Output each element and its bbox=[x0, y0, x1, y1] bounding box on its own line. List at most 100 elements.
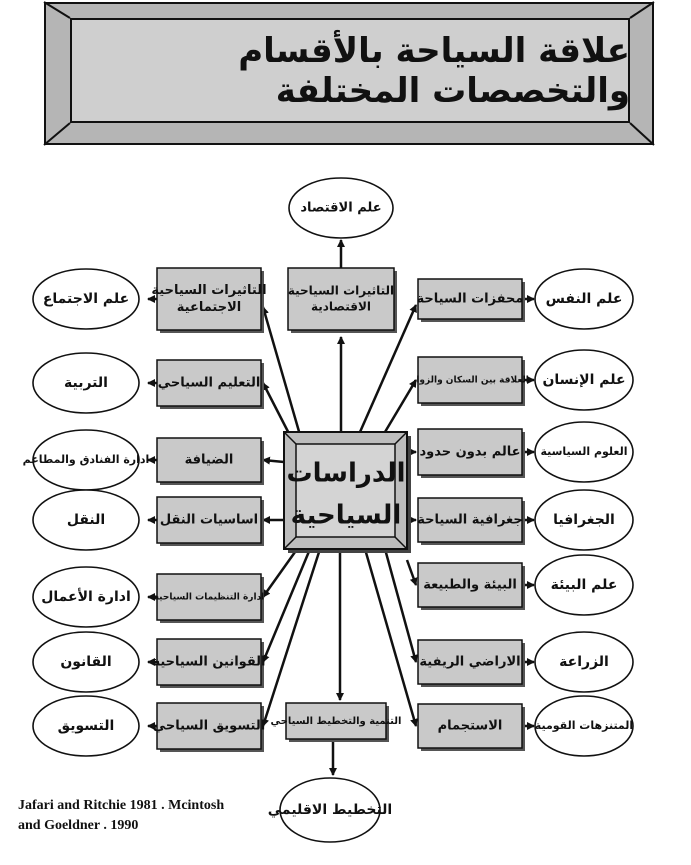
right-ellipse-7-label: المتنزهات القومية bbox=[535, 719, 633, 732]
arrow-center-to-right-box-6 bbox=[383, 548, 419, 663]
right-ellipse-6: الزراعة bbox=[534, 631, 634, 693]
right-box-6-label: الاراضي الريفية bbox=[419, 655, 520, 670]
bottom-ellipse-label: التخطيط الاقليمي bbox=[268, 802, 392, 818]
right-box-1: محفزات السياحة bbox=[417, 278, 525, 322]
left-box-3-label: الضيافة bbox=[185, 453, 234, 468]
top-box-rect bbox=[287, 267, 395, 331]
right-box-7-label: الاستجمام bbox=[438, 719, 503, 734]
title-frame-inner bbox=[70, 18, 630, 123]
center-box-bevel bbox=[394, 431, 408, 445]
center-box-bevel bbox=[283, 536, 297, 550]
left-box-4: اساسيات النقل bbox=[156, 496, 264, 546]
left-ellipse-3: ادارة الفنادق والمطاعم bbox=[23, 429, 149, 491]
bottom-ellipse-shape bbox=[279, 777, 381, 843]
right-ellipse-2: علم الإنسان bbox=[534, 349, 634, 411]
left-box-3: الضيافة bbox=[156, 437, 264, 485]
left-ellipse-7-shape bbox=[32, 695, 140, 757]
right-box-4-rect bbox=[417, 497, 523, 543]
left-ellipse-7-label: التسويق bbox=[58, 718, 115, 734]
left-ellipse-4-shape bbox=[32, 489, 140, 551]
citation-line-2: and Goeldner . 1990 bbox=[18, 818, 139, 833]
left-ellipse-1-shape bbox=[32, 268, 140, 330]
left-box-4-rect bbox=[156, 496, 262, 544]
left-ellipse-6: القانون bbox=[32, 631, 140, 693]
left-box-4-label: اساسيات النقل bbox=[160, 513, 258, 528]
left-box-2-label: التعليم السياحي bbox=[158, 376, 261, 391]
bottom-box: التنمية والتخطيط السياحي bbox=[271, 702, 402, 742]
right-ellipse-7-shape bbox=[534, 695, 634, 757]
left-ellipse-2: التربية bbox=[32, 352, 140, 414]
right-box-4: جغرافية السياحة bbox=[417, 497, 525, 545]
center-label: الدراسات bbox=[286, 459, 405, 489]
arrow-center-to-left-box-3 bbox=[262, 456, 285, 465]
left-ellipse-6-label: القانون bbox=[60, 654, 111, 670]
top-ellipse-shape bbox=[288, 177, 394, 239]
right-box-5-label: البيئة والطبيعة bbox=[423, 578, 517, 593]
left-box-5-label: ادارة التنظيمات السياحية bbox=[154, 593, 265, 603]
right-box-3: عالم بدون حدود bbox=[417, 428, 525, 478]
left-box-2: التعليم السياحي bbox=[156, 359, 264, 409]
bottom-box-rect bbox=[285, 702, 387, 740]
left-box-2-rect bbox=[156, 359, 262, 407]
right-ellipse-3: العلوم السياسية bbox=[534, 421, 634, 483]
left-ellipse-5: ادارة الأعمال bbox=[32, 566, 140, 628]
arrow-center-to-right-box-5 bbox=[405, 559, 418, 586]
right-ellipse-1: علم النفس bbox=[534, 268, 634, 330]
right-ellipse-7: المتنزهات القومية bbox=[534, 695, 634, 757]
left-box-6-label: القوانين السياحية bbox=[152, 655, 265, 670]
arrow-center-to-left-box-7 bbox=[261, 548, 322, 727]
right-box-7-rect bbox=[417, 703, 523, 749]
right-box-2-label: العلاقة بين السكان والزوار bbox=[410, 376, 529, 386]
top-ellipse-label: علم الاقتصاد bbox=[300, 201, 381, 216]
left-ellipse-1-label: علم الاجتماع bbox=[43, 291, 129, 307]
right-ellipse-2-shape bbox=[534, 349, 634, 411]
right-ellipse-1-label: علم النفس bbox=[546, 291, 623, 307]
right-box-4-label: جغرافية السياحة bbox=[417, 513, 523, 528]
left-ellipse-6-shape bbox=[32, 631, 140, 693]
center-box-bevel bbox=[394, 536, 408, 550]
left-box-1-label: الاجتماعية bbox=[177, 300, 241, 315]
arrow-center-to-left-box-6 bbox=[261, 548, 312, 663]
right-ellipse-3-label: العلوم السياسية bbox=[540, 445, 627, 458]
citation-line-1: Jafari and Ritchie 1981 . Mcintosh bbox=[18, 798, 225, 813]
citation: Jafari and Ritchie 1981 . Mcintosh and G… bbox=[18, 796, 238, 836]
left-ellipse-2-shape bbox=[32, 352, 140, 414]
arrow-center-to-right-box-7 bbox=[363, 548, 418, 727]
left-box-5: ادارة التنظيمات السياحية bbox=[154, 573, 265, 623]
left-ellipse-5-shape bbox=[32, 566, 140, 628]
arrow-center-to-left-box-5 bbox=[261, 544, 302, 598]
right-ellipse-6-shape bbox=[534, 631, 634, 693]
right-ellipse-1-shape bbox=[534, 268, 634, 330]
right-box-2-rect bbox=[417, 356, 523, 404]
right-box-1-rect bbox=[417, 278, 523, 320]
right-box-5-rect bbox=[417, 562, 523, 608]
center-box-inner bbox=[295, 443, 396, 538]
right-ellipse-6-label: الزراعة bbox=[559, 654, 609, 670]
left-box-5-rect bbox=[156, 573, 262, 621]
center-label: السياحية bbox=[291, 501, 402, 531]
right-box-3-label: عالم بدون حدود bbox=[419, 445, 520, 460]
left-box-3-rect bbox=[156, 437, 262, 483]
arrow-center-to-left-box-1 bbox=[261, 306, 302, 436]
title-frame-bevel bbox=[43, 1, 655, 146]
left-ellipse-1: علم الاجتماع bbox=[32, 268, 140, 330]
right-ellipse-3-shape bbox=[534, 421, 634, 483]
left-box-7-rect bbox=[156, 702, 262, 750]
left-ellipse-4-label: النقل bbox=[67, 512, 105, 528]
right-ellipse-2-label: علم الإنسان bbox=[542, 372, 625, 388]
left-ellipse-2-label: التربية bbox=[64, 375, 108, 391]
left-box-7: التسويق السياحي bbox=[153, 702, 265, 752]
right-box-6: الاراضي الريفية bbox=[417, 639, 525, 687]
diagram-title: علاقة السياحة بالأقسام والتخصصات المختلف… bbox=[238, 30, 630, 111]
right-ellipse-5-shape bbox=[534, 554, 634, 616]
bottom-box-label: التنمية والتخطيط السياحي bbox=[271, 716, 402, 727]
top-ellipse: علم الاقتصاد bbox=[288, 177, 394, 239]
right-box-7: الاستجمام bbox=[417, 703, 525, 751]
right-ellipse-5: علم البيئة bbox=[534, 554, 634, 616]
right-ellipse-4: الجغرافيا bbox=[534, 489, 634, 551]
left-box-1-rect bbox=[156, 267, 262, 331]
right-box-2: العلاقة بين السكان والزوار bbox=[410, 356, 529, 406]
right-ellipse-5-label: علم البيئة bbox=[551, 577, 618, 593]
